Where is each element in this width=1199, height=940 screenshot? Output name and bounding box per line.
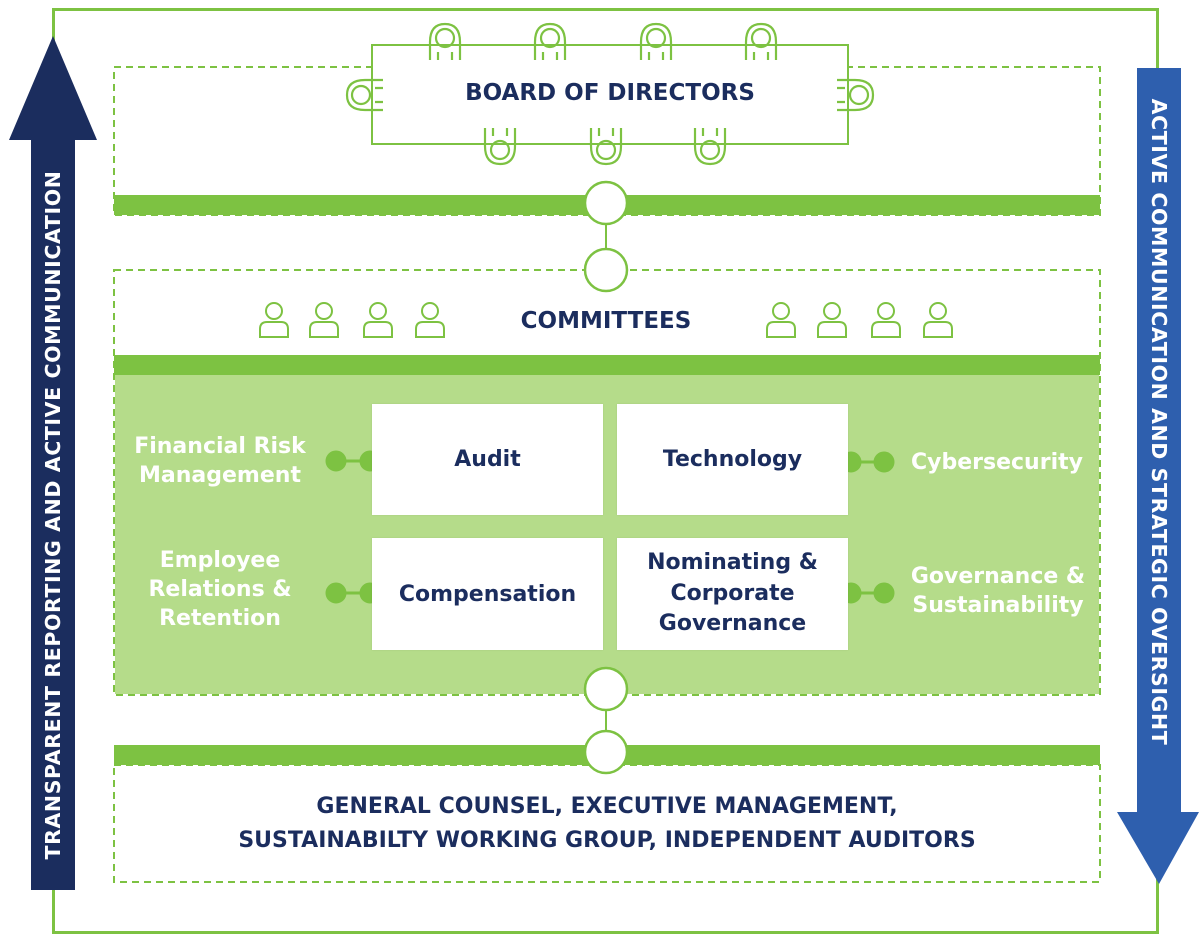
director-icon: [589, 128, 623, 166]
focus-label-financial-risk: Financial Risk Management: [134, 434, 306, 489]
committee-name: Technology: [662, 447, 803, 472]
person-icon: [259, 302, 289, 338]
board-title: BOARD OF DIRECTORS: [465, 80, 755, 106]
connector-circle: [583, 666, 629, 712]
committee-box-compensation: Compensation: [372, 538, 603, 650]
committee-box-nominating: Nominating & Corporate Governance: [617, 538, 848, 650]
right-arrow: [1117, 68, 1199, 884]
bottom-section-border: [113, 764, 1101, 883]
person-icon: [309, 302, 339, 338]
board-table: [371, 44, 849, 145]
committees-title: COMMITTEES: [520, 308, 692, 334]
member-icons: [259, 302, 953, 338]
director-icon: [837, 78, 875, 112]
director-icon: [345, 78, 383, 112]
connector-circle: [583, 180, 629, 226]
right-arrow-label: ACTIVE COMMUNICATION AND STRATEGIC OVERS…: [1147, 98, 1171, 746]
committee-box-technology: Technology: [617, 404, 848, 515]
person-icon: [923, 302, 953, 338]
bottom-text-line-2: SUSTAINABILTY WORKING GROUP, INDEPENDENT…: [238, 828, 976, 853]
director-icon: [744, 22, 778, 60]
focus-label-cybersecurity: Cybersecurity: [911, 450, 1083, 475]
director-icons: [345, 22, 875, 166]
person-icon: [363, 302, 393, 338]
left-arrow: [9, 36, 97, 890]
committees-panel: [115, 372, 1099, 694]
director-icon: [693, 128, 727, 166]
committee-name: Compensation: [398, 581, 577, 607]
committee-name: Audit: [454, 447, 521, 472]
person-icon: [817, 302, 847, 338]
connector-circle: [583, 247, 629, 293]
person-icon: [871, 302, 901, 338]
focus-label-governance: Governance & Sustainability: [910, 564, 1086, 619]
left-arrow-label: TRANSPARENT REPORTING AND ACTIVE COMMUNI…: [41, 170, 65, 860]
connector-circle: [583, 729, 629, 775]
director-icon: [428, 22, 462, 60]
director-icon: [533, 22, 567, 60]
person-icon: [415, 302, 445, 338]
committee-name: Nominating & Corporate Governance: [647, 549, 818, 637]
person-icon: [766, 302, 796, 338]
bottom-text-line-1: GENERAL COUNSEL, EXECUTIVE MANAGEMENT,: [316, 794, 898, 819]
director-icon: [483, 128, 517, 166]
focus-label-employee-relations: Employee Relations & Retention: [148, 548, 292, 632]
connector-dots-right-bottom: [840, 582, 895, 604]
director-icon: [639, 22, 673, 60]
committees-bar: [114, 355, 1100, 375]
committee-box-audit: Audit: [372, 404, 603, 515]
